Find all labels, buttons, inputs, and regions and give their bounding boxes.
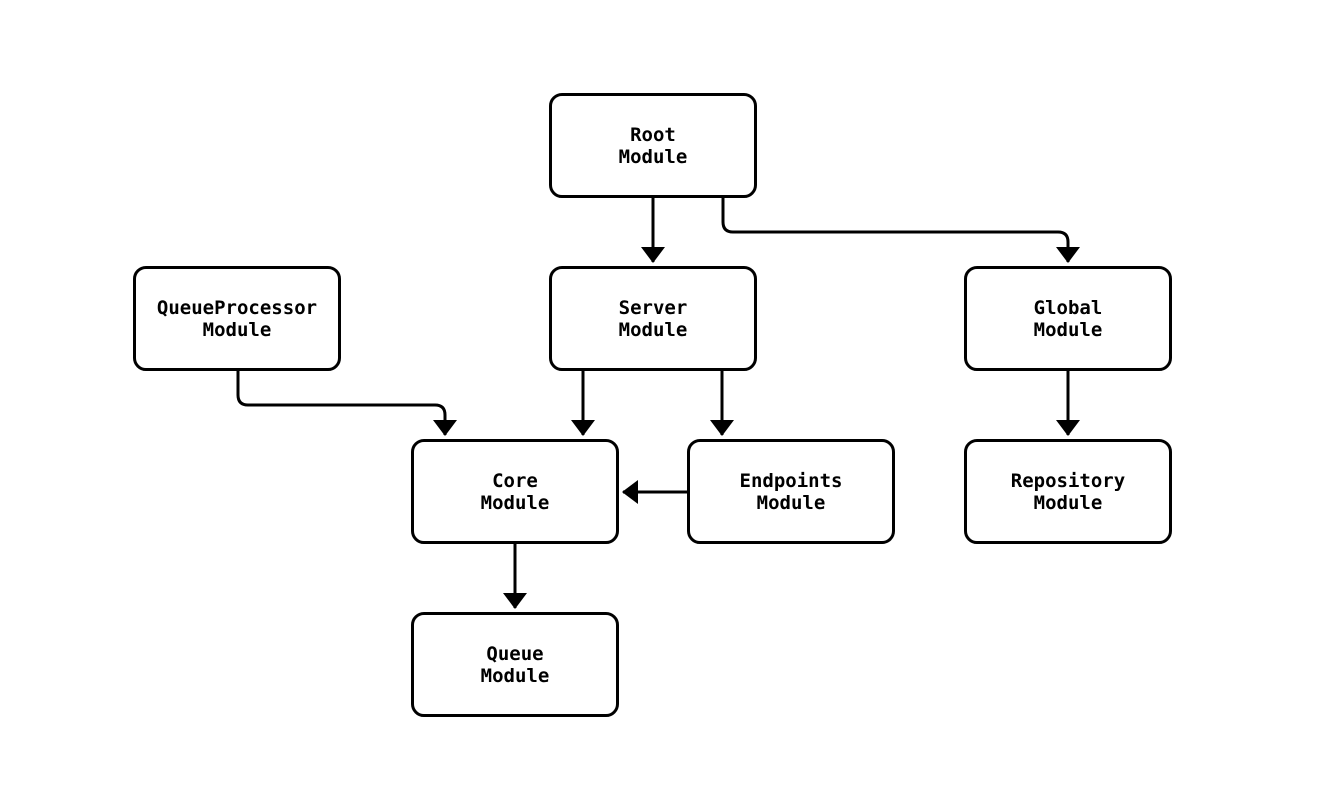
node-endpoints-module: Endpoints Module (687, 439, 895, 544)
edge-queueprocessor-to-core (236, 371, 457, 436)
node-global-module: Global Module (964, 266, 1172, 371)
node-core-module: Core Module (411, 439, 619, 544)
edge-root-to-global (721, 198, 1080, 263)
node-server-module: Server Module (549, 266, 757, 371)
node-queue-module: Queue Module (411, 612, 619, 717)
node-repository-module: Repository Module (964, 439, 1172, 544)
node-queueprocessor-module: QueueProcessor Module (133, 266, 341, 371)
node-root-module: Root Module (549, 93, 757, 198)
